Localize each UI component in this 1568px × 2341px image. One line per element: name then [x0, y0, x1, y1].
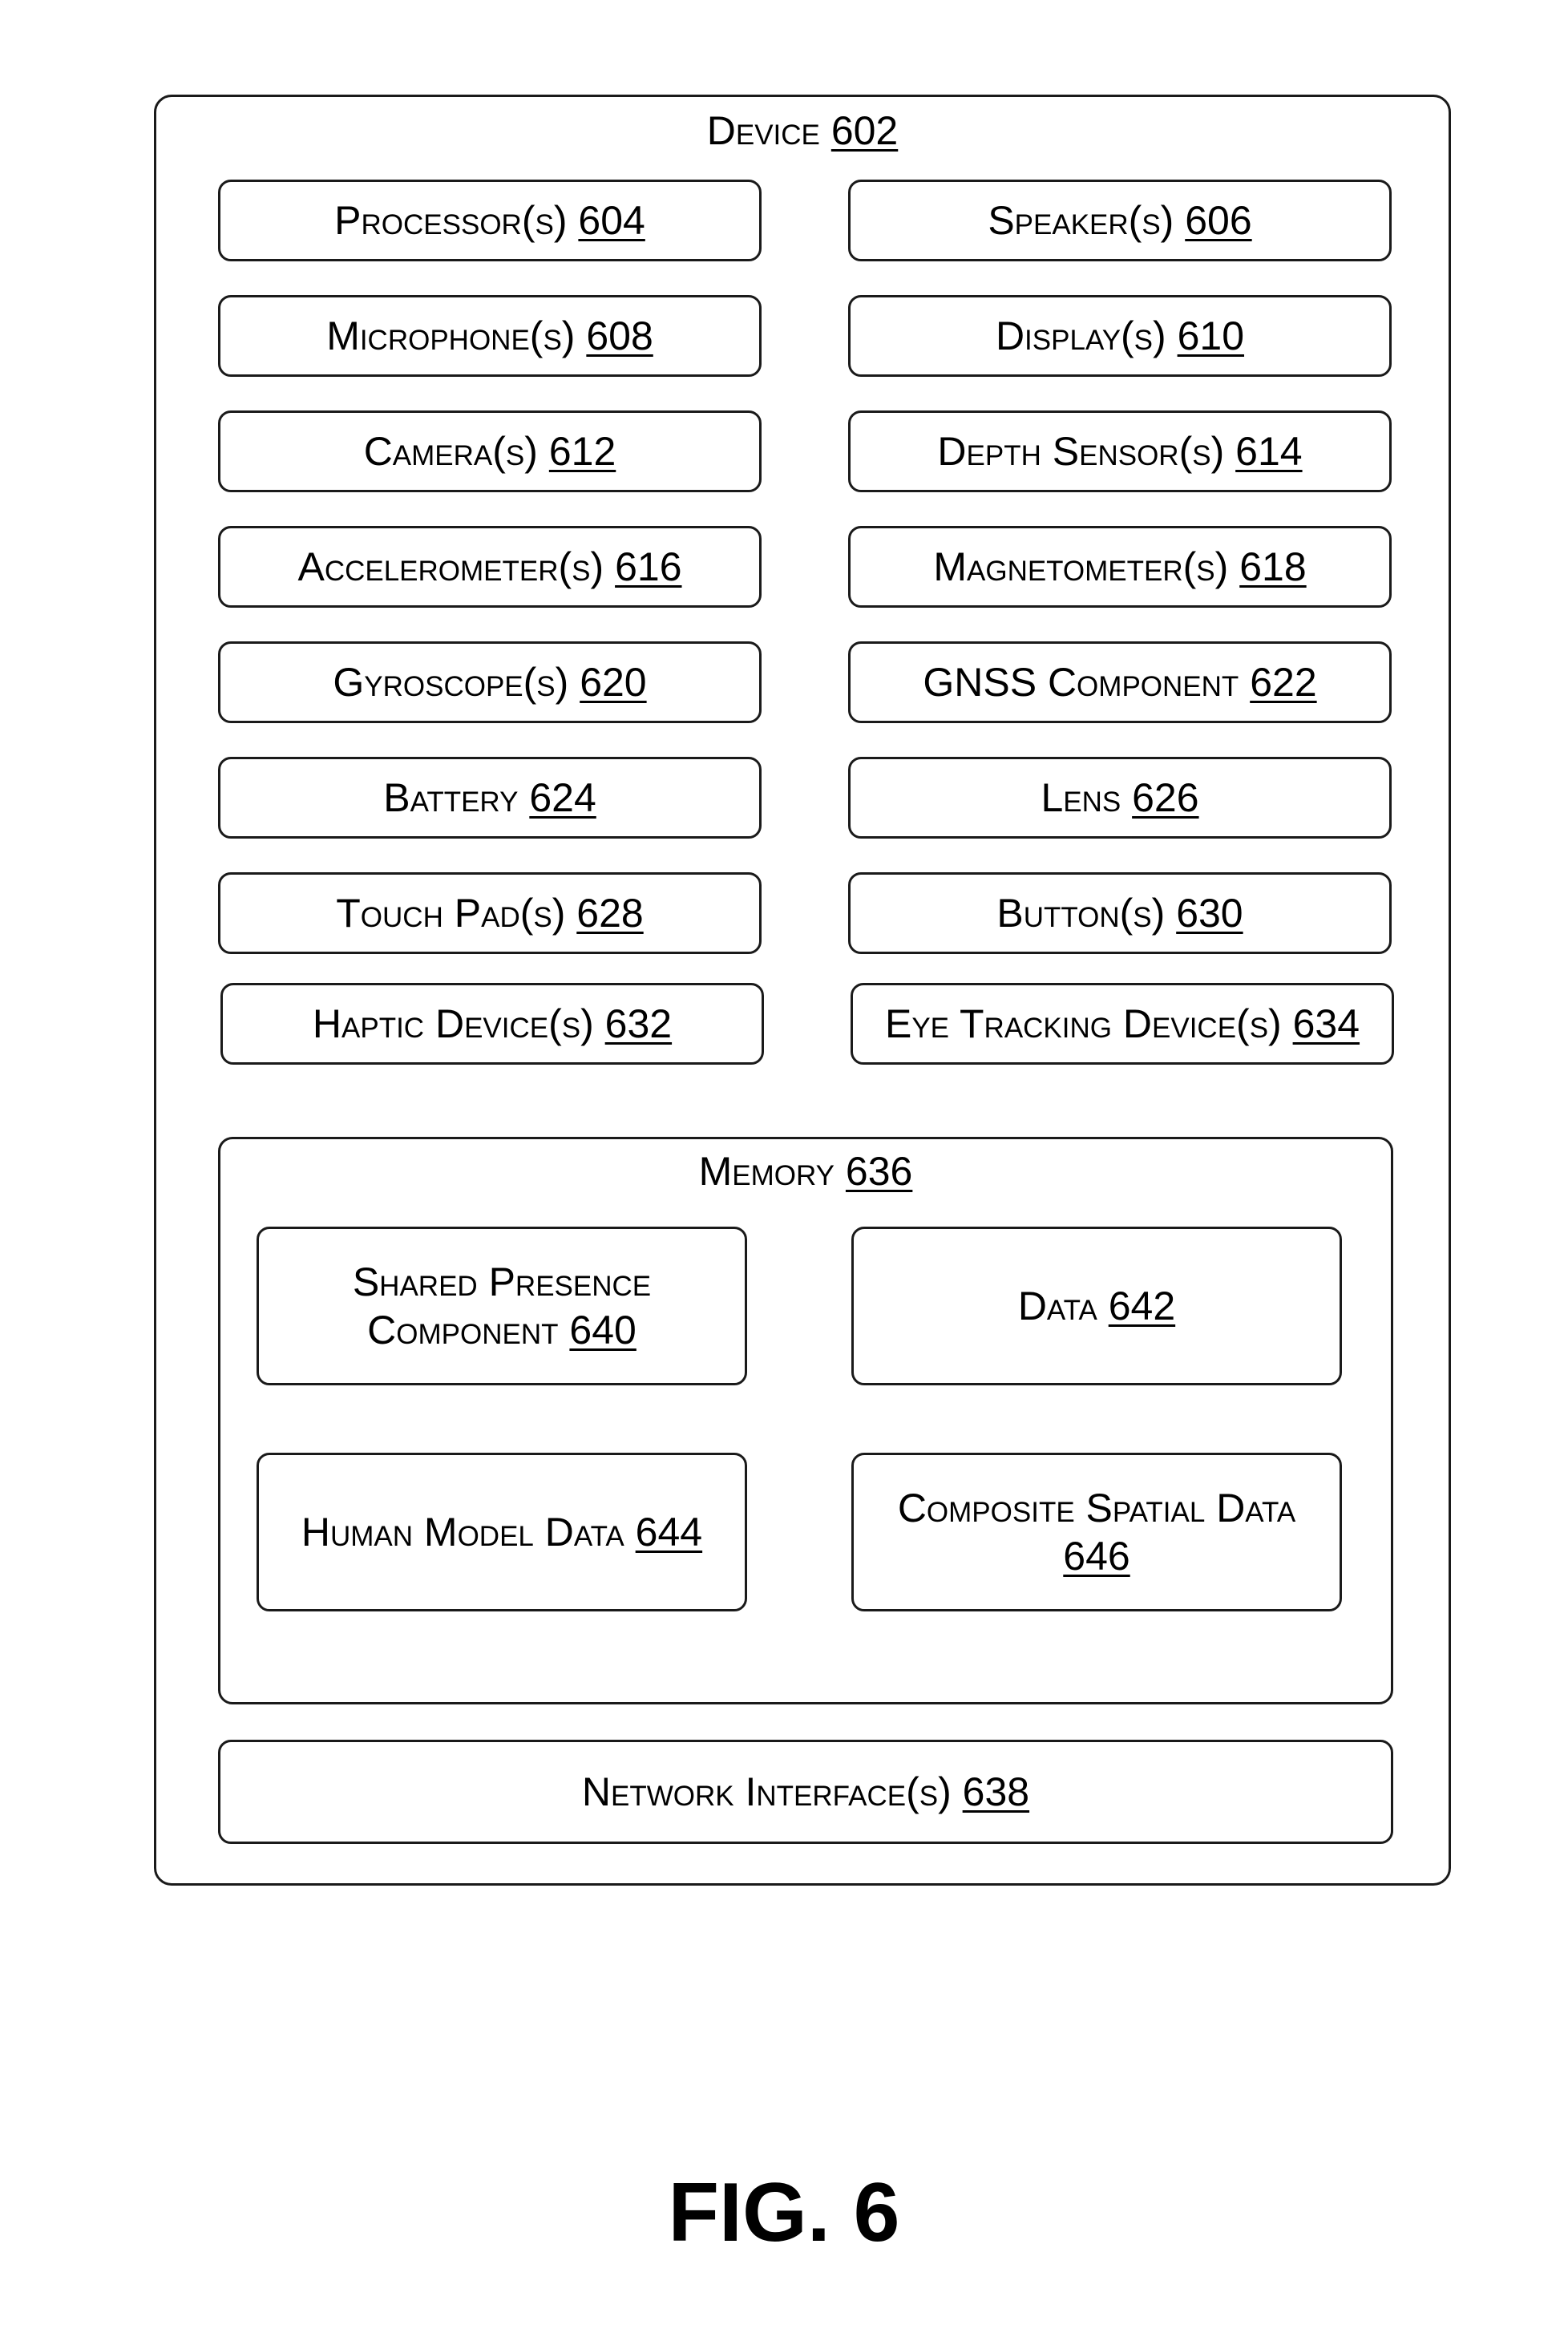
component-ref: 614	[1235, 429, 1302, 474]
device-title: Device 602	[156, 107, 1449, 155]
component-battery: Battery 624	[218, 757, 762, 839]
memory-item-label: Human Model Data	[301, 1510, 624, 1555]
device-title-ref: 602	[831, 108, 898, 153]
component-label: Haptic Device(s)	[313, 1001, 594, 1046]
memory-item-data: Data 642	[851, 1227, 1342, 1385]
component-haptic-devices: Haptic Device(s) 632	[220, 983, 764, 1065]
component-microphones: Microphone(s) 608	[218, 295, 762, 377]
memory-item-label: Composite Spatial Data	[898, 1486, 1295, 1530]
component-eye-tracking-devices: Eye Tracking Device(s) 634	[851, 983, 1394, 1065]
component-buttons: Button(s) 630	[848, 872, 1392, 954]
component-ref: 612	[549, 429, 616, 474]
component-ref: 618	[1239, 544, 1306, 589]
component-label: Gyroscope(s)	[333, 660, 568, 705]
component-ref: 622	[1250, 660, 1316, 705]
memory-item-ref: 646	[1063, 1534, 1130, 1579]
figure-label: FIG. 6	[0, 2165, 1568, 2261]
component-label: Display(s)	[996, 313, 1166, 358]
memory-item-shared-presence-component: Shared Presence Component 640	[257, 1227, 747, 1385]
component-label: Touch Pad(s)	[336, 891, 565, 936]
network-interface-label: Network Interface(s)	[582, 1769, 952, 1814]
component-ref: 610	[1178, 313, 1244, 358]
memory-title-ref: 636	[846, 1149, 912, 1194]
component-label: Depth Sensor(s)	[937, 429, 1224, 474]
component-ref: 608	[586, 313, 653, 358]
component-label: Lens	[1041, 775, 1121, 820]
component-label: Button(s)	[996, 891, 1165, 936]
component-ref: 628	[576, 891, 643, 936]
component-label: Accelerometer(s)	[297, 544, 604, 589]
component-speakers: Speaker(s) 606	[848, 180, 1392, 261]
memory-title-label: Memory	[699, 1149, 835, 1194]
component-label: Camera(s)	[364, 429, 538, 474]
component-label: Magnetometer(s)	[933, 544, 1228, 589]
device-title-label: Device	[707, 108, 820, 153]
network-interface-box: Network Interface(s) 638	[218, 1740, 1393, 1844]
memory-item-composite-spatial-data: Composite Spatial Data 646	[851, 1453, 1342, 1611]
memory-container: Memory 636	[218, 1137, 1393, 1704]
memory-title: Memory 636	[220, 1147, 1391, 1195]
component-label: Eye Tracking Device(s)	[885, 1001, 1282, 1046]
component-accelerometers: Accelerometer(s) 616	[218, 526, 762, 608]
memory-item-ref: 640	[569, 1308, 636, 1352]
component-ref: 604	[578, 198, 645, 243]
memory-item-human-model-data: Human Model Data 644	[257, 1453, 747, 1611]
component-label: Processor(s)	[334, 198, 567, 243]
memory-item-ref: 644	[636, 1510, 702, 1555]
component-label: Microphone(s)	[326, 313, 575, 358]
component-label: Battery	[383, 775, 518, 820]
component-touch-pads: Touch Pad(s) 628	[218, 872, 762, 954]
component-displays: Display(s) 610	[848, 295, 1392, 377]
component-magnetometers: Magnetometer(s) 618	[848, 526, 1392, 608]
component-label: Speaker(s)	[988, 198, 1174, 243]
memory-item-label: Data	[1018, 1284, 1097, 1328]
component-gyroscopes: Gyroscope(s) 620	[218, 641, 762, 723]
component-ref: 632	[605, 1001, 672, 1046]
component-ref: 634	[1293, 1001, 1360, 1046]
component-ref: 626	[1132, 775, 1198, 820]
component-lens: Lens 626	[848, 757, 1392, 839]
component-depth-sensors: Depth Sensor(s) 614	[848, 410, 1392, 492]
component-ref: 624	[529, 775, 596, 820]
component-label: GNSS Component	[923, 660, 1239, 705]
component-ref: 606	[1185, 198, 1251, 243]
component-ref: 620	[580, 660, 646, 705]
component-cameras: Camera(s) 612	[218, 410, 762, 492]
network-interface-ref: 638	[963, 1769, 1029, 1814]
component-gnss: GNSS Component 622	[848, 641, 1392, 723]
component-ref: 630	[1176, 891, 1243, 936]
memory-item-ref: 642	[1109, 1284, 1175, 1328]
component-ref: 616	[615, 544, 681, 589]
component-processors: Processor(s) 604	[218, 180, 762, 261]
